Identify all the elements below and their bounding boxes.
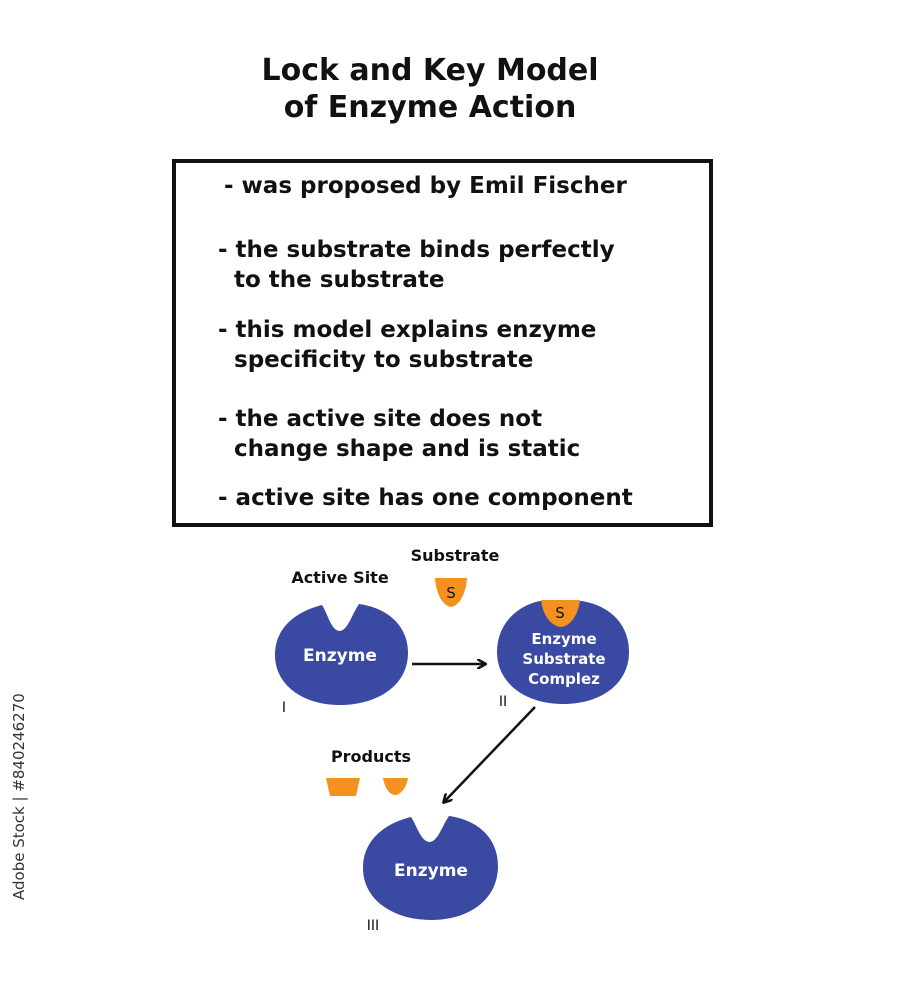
substrate-bound-shape xyxy=(541,600,580,627)
substrate-bound-letter: S xyxy=(555,604,565,622)
product-shape-2 xyxy=(383,778,408,795)
point-static-site: - the active site does not change shape … xyxy=(218,406,581,462)
info-box: - was proposed by Emil Fischer - the sub… xyxy=(172,159,713,527)
products-label: Products xyxy=(331,747,411,766)
substrate-label: Substrate xyxy=(411,546,500,565)
substrate-letter: S xyxy=(446,584,456,602)
point-one-component: - active site has one component xyxy=(218,485,633,511)
enzyme-shape-stage-2 xyxy=(497,601,629,704)
stock-watermark: Adobe Stock | #840246270 xyxy=(10,693,28,900)
enzyme-label-stage-3: Enzyme xyxy=(394,861,468,881)
diagram-title: Lock and Key Model of Enzyme Action xyxy=(0,52,860,126)
title-line-1: Lock and Key Model xyxy=(261,53,599,88)
product-shape-1 xyxy=(326,778,360,796)
enzyme-shape-stage-3 xyxy=(363,816,498,920)
stage-label-3: III xyxy=(367,918,379,934)
enzyme-label-stage-1: Enzyme xyxy=(303,646,377,666)
complex-label-line-3: Complez xyxy=(528,670,600,688)
point-proposed-by: - was proposed by Emil Fischer xyxy=(224,173,627,199)
arrow-stage-2-to-3 xyxy=(444,706,536,802)
stage-label-1: I xyxy=(282,700,286,716)
title-line-2: of Enzyme Action xyxy=(283,90,577,125)
substrate-shape xyxy=(435,578,467,607)
point-specificity: - this model explains enzyme specificity… xyxy=(218,317,597,373)
stage-label-2: II xyxy=(499,694,507,710)
enzyme-shape-stage-1 xyxy=(275,604,408,705)
complex-label-line-1: Enzyme xyxy=(531,630,596,648)
active-site-label: Active Site xyxy=(291,568,389,587)
complex-label-line-2: Substrate xyxy=(522,650,605,668)
point-binding: - the substrate binds perfectly to the s… xyxy=(218,237,615,293)
